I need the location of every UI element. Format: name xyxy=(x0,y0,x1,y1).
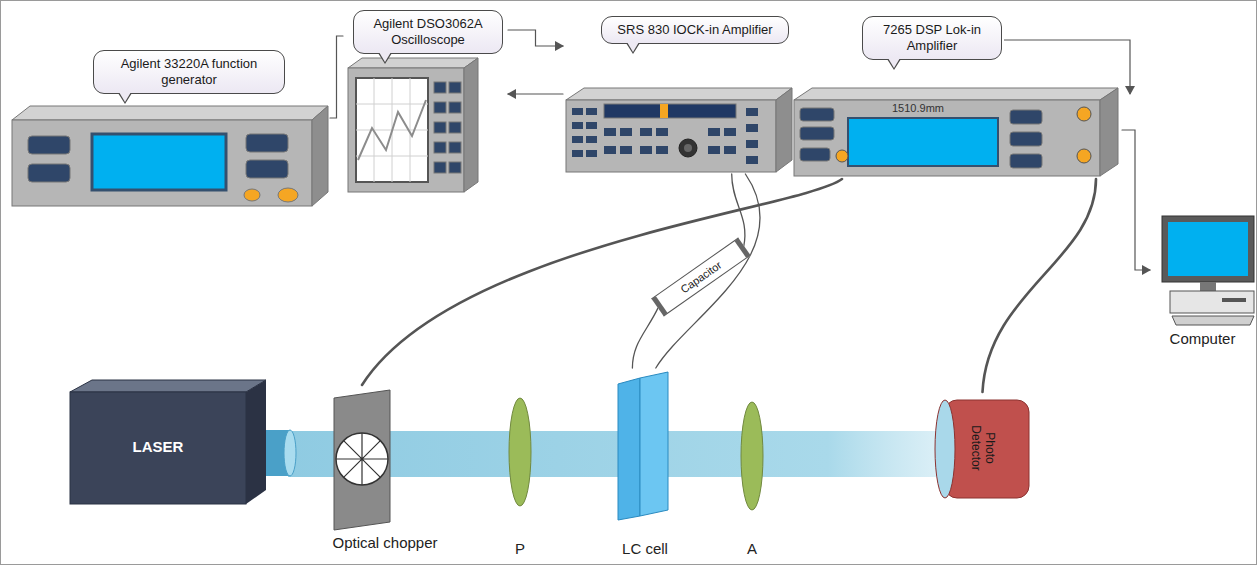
srs-lockin-node: SRS 830 IOCK-in Amplifier xyxy=(563,14,791,174)
part-label: LASER xyxy=(70,438,246,456)
signal-line xyxy=(1004,40,1130,94)
display-reading: 1510.9mm xyxy=(892,102,944,115)
callout-label: Agilent 33220A function generator xyxy=(93,50,285,94)
signal-wire xyxy=(508,93,563,94)
callout-label: 7265 DSP Lok-in Amplifier xyxy=(862,16,1002,60)
part-label: A xyxy=(747,540,757,558)
photodetector xyxy=(935,400,1029,498)
lc-wire xyxy=(656,174,760,368)
dsp7265-lockin xyxy=(794,88,1118,176)
optical-chopper xyxy=(334,390,390,530)
part-label: P xyxy=(515,540,525,558)
reference-wire xyxy=(508,30,563,46)
dsp-lockin-node: 7265 DSP Lok-in Amplifier xyxy=(792,14,1122,179)
capacitor-lead xyxy=(632,307,658,368)
function-generator-node: Agilent 33220A function generator xyxy=(8,48,330,208)
oscilloscope xyxy=(348,58,478,192)
computer-icon xyxy=(1162,216,1254,325)
analyzer xyxy=(741,402,763,510)
lc-cell xyxy=(618,372,668,520)
analyzer-node: A xyxy=(726,392,778,558)
detector-cable xyxy=(983,179,1097,392)
callout-label: Agilent DSO3062A Oscilloscope xyxy=(353,10,503,54)
oscilloscope-node: Agilent DSO3062A Oscilloscope xyxy=(343,8,508,194)
laser-source xyxy=(70,380,296,504)
part-label: Photo Detector xyxy=(969,417,997,479)
laser-node: LASER xyxy=(66,378,266,508)
function-generator xyxy=(12,106,328,206)
callout-label: SRS 830 IOCK-in Amplifier xyxy=(601,16,789,44)
lc-cell-node: LC cell xyxy=(600,368,690,558)
photodetector-node: Photo Detector xyxy=(930,392,1035,504)
part-label: LC cell xyxy=(622,540,668,558)
part-label: Computer xyxy=(1170,330,1236,348)
computer-node: Computer xyxy=(1150,212,1255,348)
capacitor-wire xyxy=(732,174,745,247)
polarizer-node: P xyxy=(495,392,545,558)
trigger-wire xyxy=(330,36,343,118)
chopper-cable xyxy=(362,179,842,385)
srs830-lockin xyxy=(566,88,792,172)
data-wire xyxy=(1122,130,1150,270)
polarizer xyxy=(509,398,531,506)
part-label: Capacitor xyxy=(678,258,724,296)
chopper-node: Optical chopper xyxy=(315,385,455,552)
part-label: Optical chopper xyxy=(332,534,437,552)
